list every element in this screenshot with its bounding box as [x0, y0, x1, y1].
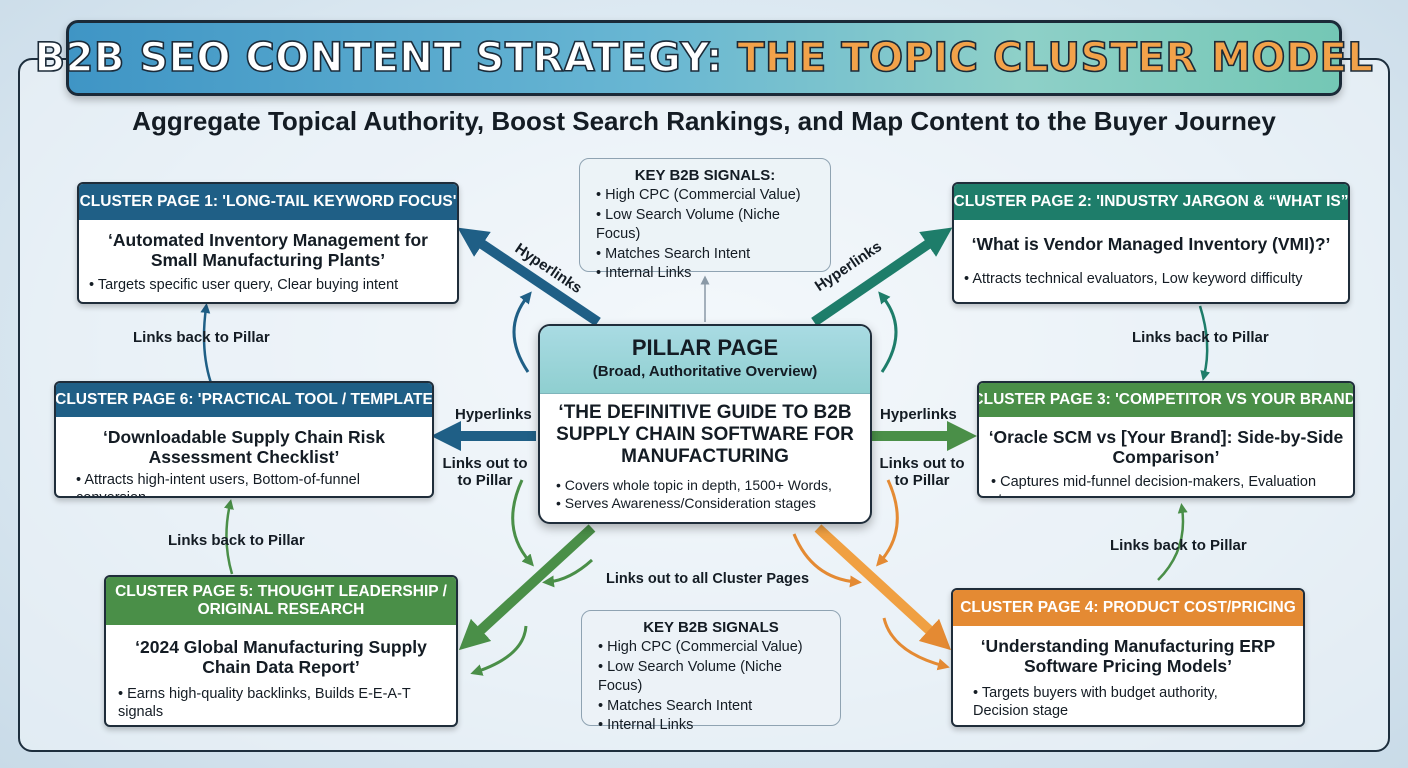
curve-links-out-left-2 [542, 558, 594, 588]
label-hyperlinks-right: Hyperlinks [880, 406, 957, 423]
title-main: B2B SEO CONTENT STRATEGY: [34, 34, 723, 82]
cluster-title: ‘What is Vendor Managed Inventory (VMI)?… [971, 234, 1331, 254]
title-accent: THE TOPIC CLUSTER MODEL [736, 34, 1374, 82]
cluster-title: ‘Downloadable Supply Chain Risk Assessme… [103, 427, 385, 468]
curve-links-out-left [511, 479, 534, 567]
curve-links-out-right [876, 479, 899, 567]
signals-item: • Low Search Volume (Niche Focus) [596, 206, 781, 243]
signals-item: • Internal Links [596, 265, 692, 281]
cluster-header: CLUSTER PAGE 3: 'COMPETITOR VS YOUR BRAN… [979, 383, 1353, 417]
arrow-cluster4-to-cluster3 [1157, 503, 1188, 581]
cluster-title: ‘Oracle SCM vs [Your Brand]: Side-by-Sid… [988, 427, 1344, 468]
label-links-back-1: Links back to Pillar [133, 329, 270, 346]
pillar-page-card: PILLAR PAGE (Broad, Authoritative Overvi… [538, 324, 872, 524]
label-links-back-2: Links back to Pillar [1132, 329, 1269, 346]
page-title: B2B SEO CONTENT STRATEGY: THE TOPIC CLUS… [34, 34, 1374, 82]
pillar-header: PILLAR PAGE (Broad, Authoritative Overvi… [540, 326, 870, 394]
label-hyperlinks-left: Hyperlinks [455, 406, 532, 423]
arrow-cluster2-to-cluster3 [1198, 305, 1211, 381]
arrow-pillar-to-cluster-1 [457, 227, 601, 327]
arrow-pillar-to-cluster-5 [458, 524, 596, 651]
arrow-pillar-to-cluster-4 [814, 524, 952, 651]
cluster-bullet: • Earns high-quality backlinks, Builds E… [118, 686, 411, 721]
cluster-header: CLUSTER PAGE 1: 'LONG-TAIL KEYWORD FOCUS… [79, 184, 457, 220]
cluster-card-5: CLUSTER PAGE 5: THOUGHT LEADERSHIP / ORI… [104, 575, 458, 727]
curve-link-back-5 [470, 625, 528, 676]
cluster-card-1: CLUSTER PAGE 1: 'LONG-TAIL KEYWORD FOCUS… [77, 182, 459, 304]
cluster-title: ‘Automated Inventory Management for Smal… [108, 230, 428, 271]
curve-link-back-2 [878, 291, 898, 373]
arrow-cluster5-to-cluster6 [224, 499, 234, 575]
pillar-bullet: • Covers whole topic in depth, 1500+ Wor… [556, 476, 832, 493]
key-signals-bottom: KEY B2B SIGNALS • High CPC (Commercial V… [581, 610, 841, 733]
cluster-title: ‘2024 Global Manufacturing Supply Chain … [135, 637, 427, 678]
curve-link-back-4 [882, 617, 950, 671]
curve-links-out-right-2 [792, 533, 862, 588]
page-subtitle: Aggregate Topical Authority, Boost Searc… [132, 106, 1276, 136]
signals-item: • High CPC (Commercial Value) [596, 187, 801, 203]
signals-item: • Matches Search Intent [596, 245, 751, 262]
label-links-back-5: Links back to Pillar [168, 532, 305, 549]
signals-item: • Internal Links [598, 717, 694, 733]
curve-link-back-1 [512, 291, 532, 373]
cluster-bullet: • Attracts high-intent users, Bottom-of-… [76, 472, 360, 496]
cluster-header: CLUSTER PAGE 6: 'PRACTICAL TOOL / TEMPLA… [56, 383, 432, 417]
signals-item: • Low Search Volume (Niche Focus) [598, 658, 783, 695]
signals-item: • High CPC (Commercial Value) [598, 639, 803, 655]
cluster-card-6: CLUSTER PAGE 6: 'PRACTICAL TOOL / TEMPLA… [54, 381, 434, 498]
pillar-title: ‘THE DEFINITIVE GUIDE TO B2B SUPPLY CHAI… [556, 402, 854, 467]
cluster-header: CLUSTER PAGE 4: PRODUCT COST/PRICING [953, 590, 1303, 626]
cluster-card-3: CLUSTER PAGE 3: 'COMPETITOR VS YOUR BRAN… [977, 381, 1355, 498]
cluster-title: ‘Understanding Manufacturing ERP Softwar… [980, 636, 1276, 677]
cluster-bullet: • Targets specific user query, Clear buy… [89, 277, 399, 294]
pillar-bullet: • Serves Awareness/Consideration stages [556, 495, 816, 512]
label-links-back-4: Links back to Pillar [1110, 537, 1247, 554]
cluster-header: CLUSTER PAGE 5: THOUGHT LEADERSHIP / ORI… [106, 577, 456, 625]
cluster-card-4: CLUSTER PAGE 4: PRODUCT COST/PRICING ‘Un… [951, 588, 1305, 727]
cluster-bullet: • Targets buyers with budget authority, … [973, 685, 1218, 720]
cluster-bullet: • Attracts technical evaluators, Low key… [964, 271, 1303, 288]
pillar-name: PILLAR PAGE [631, 335, 779, 360]
title-banner: B2B SEO CONTENT STRATEGY: THE TOPIC CLUS… [34, 20, 1374, 96]
label-links-out-all: Links out to all Cluster Pages [606, 571, 810, 587]
pillar-subtitle: (Broad, Authoritative Overview) [592, 363, 818, 380]
cluster-header: CLUSTER PAGE 2: 'INDUSTRY JARGON & “WHAT… [954, 184, 1348, 220]
cluster-bullet: • Captures mid-funnel decision-makers, E… [991, 474, 1317, 496]
arrow-cluster6-to-cluster1 [200, 303, 214, 387]
cluster-card-2: CLUSTER PAGE 2: 'INDUSTRY JARGON & “WHAT… [952, 182, 1350, 304]
signals-title: KEY B2B SIGNALS [643, 619, 779, 636]
signals-item: • Matches Search Intent [598, 697, 753, 714]
arrow-pillar-to-cluster-2 [811, 227, 953, 327]
signals-title: KEY B2B SIGNALS: [634, 167, 776, 184]
key-signals-top: KEY B2B SIGNALS: • High CPC (Commercial … [579, 158, 831, 281]
